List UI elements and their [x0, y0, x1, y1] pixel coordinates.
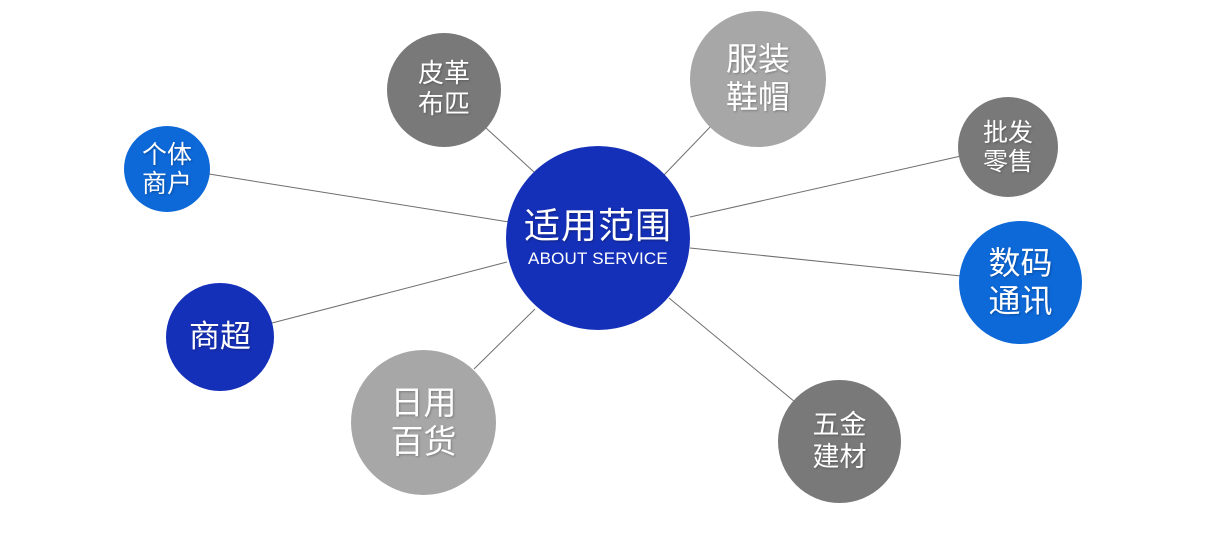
hub-subtitle: ABOUT SERVICE: [528, 249, 668, 269]
node-shuma-tongxun: 数码 通讯: [959, 221, 1082, 344]
node-label-line: 个体: [141, 139, 192, 169]
connector-line: [485, 127, 535, 173]
node-label-line: 鞋帽: [725, 78, 790, 116]
node-wujin-jiancai: 五金 建材: [778, 380, 901, 503]
node-pifa-lingshou: 批发 零售: [958, 97, 1058, 197]
connector-line: [689, 155, 962, 218]
node-geti-shanghu: 个体 商户: [124, 126, 210, 212]
node-label-line: 商户: [141, 169, 192, 198]
node-label-line: 商超: [189, 318, 251, 355]
connector-line: [689, 247, 962, 277]
node-label-line: 皮革: [417, 59, 470, 90]
node-label-line: 数码: [988, 243, 1053, 282]
node-label-line: 日用: [390, 382, 457, 422]
node-shangchao: 商超: [166, 283, 274, 391]
node-label-line: 批发: [982, 117, 1033, 147]
connector-line: [473, 308, 536, 370]
node-riyong-baihuo: 日用 百货: [351, 350, 496, 495]
connector-line: [271, 261, 508, 324]
node-label-line: 通讯: [988, 281, 1053, 320]
node-label-line: 零售: [982, 147, 1033, 176]
connector-line: [208, 173, 510, 223]
node-pige-bupi: 皮革 布匹: [387, 33, 501, 147]
node-label-line: 服装: [725, 40, 790, 79]
connector-line: [668, 297, 796, 403]
connector-line: [662, 123, 714, 177]
node-label-line: 五金: [812, 409, 867, 441]
node-label-line: 百货: [390, 421, 457, 461]
node-label-line: 建材: [812, 441, 867, 473]
hub-title: 适用范围: [523, 205, 672, 247]
hub-circle: 适用范围 ABOUT SERVICE: [506, 146, 690, 330]
node-fuzhuang-xiemao: 服装 鞋帽: [690, 11, 826, 147]
node-label-line: 布匹: [417, 90, 470, 120]
